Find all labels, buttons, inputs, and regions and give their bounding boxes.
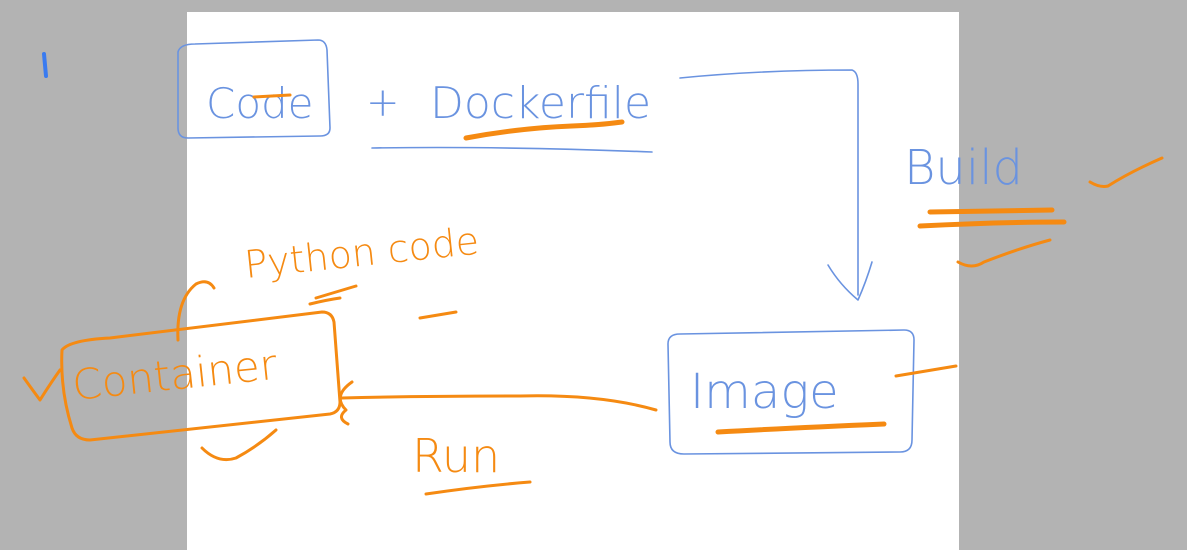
container-box <box>60 310 342 442</box>
build-check-mark <box>1088 156 1164 188</box>
image-underline <box>715 421 887 435</box>
run-underline <box>424 480 532 496</box>
build-underline-2 <box>917 219 1067 229</box>
code-word-underline <box>418 310 458 320</box>
build-label: Build <box>904 140 1023 196</box>
image-side-mark <box>894 364 958 378</box>
image-label: Image <box>690 364 839 420</box>
container-label: Container <box>70 340 280 410</box>
whiteboard-canvas <box>187 12 959 550</box>
python-underline-2 <box>308 296 342 306</box>
code-strike-mark <box>252 93 292 99</box>
build-arrow-line <box>679 69 859 296</box>
image-box <box>667 329 915 455</box>
dockerfile-underline-orange <box>463 119 625 141</box>
python-underline <box>314 284 358 300</box>
run-label: Run <box>412 429 500 483</box>
python-code-label: Python code <box>242 219 481 287</box>
code-label: Code <box>206 79 314 128</box>
code-box <box>177 39 331 139</box>
build-check-mark-2 <box>956 238 1052 268</box>
page-marker-stroke <box>42 52 48 78</box>
build-arrow-head <box>827 261 873 301</box>
python-code-hook <box>176 280 216 342</box>
run-connector-hook <box>338 380 354 426</box>
container-check-mark <box>22 368 62 402</box>
dockerfile-underline-blue <box>371 146 653 153</box>
run-connector <box>340 394 658 412</box>
plus-sign: + <box>366 80 400 126</box>
build-underline-1 <box>927 207 1055 215</box>
container-under-check <box>200 428 278 462</box>
